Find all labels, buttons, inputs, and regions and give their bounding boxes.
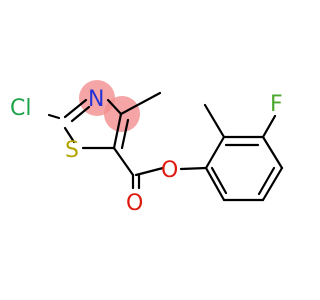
bond-c2-n3 bbox=[63, 98, 88, 119]
sulfur-label: S bbox=[65, 138, 79, 163]
bond-c2-n3-double bbox=[70, 105, 91, 123]
bond-aryl-methyl bbox=[203, 103, 226, 139]
bond-ar-4 bbox=[261, 166, 284, 202]
bond-c4-c5 bbox=[112, 112, 123, 150]
ester-oxygen-label: O bbox=[161, 158, 178, 183]
bond-c5-carbonyl-carbon bbox=[112, 146, 135, 177]
bond-ester-o-aryl bbox=[179, 166, 208, 171]
fluorine-label: F bbox=[270, 92, 283, 117]
bond-c4-methyl bbox=[119, 91, 162, 116]
bond-ar-6-inner bbox=[210, 166, 228, 195]
bond-ar-6 bbox=[204, 166, 226, 202]
bond-aryl-fluorine bbox=[261, 114, 277, 139]
bond-carbonyl-ester-o bbox=[134, 166, 165, 177]
structure-diagram: Cl N S O O F bbox=[10, 80, 284, 216]
bond-ar-4-inner bbox=[257, 166, 276, 196]
carbonyl-oxygen-label: O bbox=[126, 191, 143, 216]
bond-s1-c2 bbox=[63, 126, 76, 144]
bond-cl-c2 bbox=[47, 113, 61, 120]
molecule-drawing: Cl N S O O F bbox=[10, 80, 284, 216]
bond-ar-1 bbox=[204, 135, 226, 170]
bond-ar-3 bbox=[261, 135, 284, 170]
bond-c4-c5-double bbox=[120, 118, 130, 150]
nitrogen-label: N bbox=[88, 87, 104, 112]
chlorine-label: Cl bbox=[10, 96, 31, 121]
bond-n3-c4 bbox=[106, 98, 123, 116]
